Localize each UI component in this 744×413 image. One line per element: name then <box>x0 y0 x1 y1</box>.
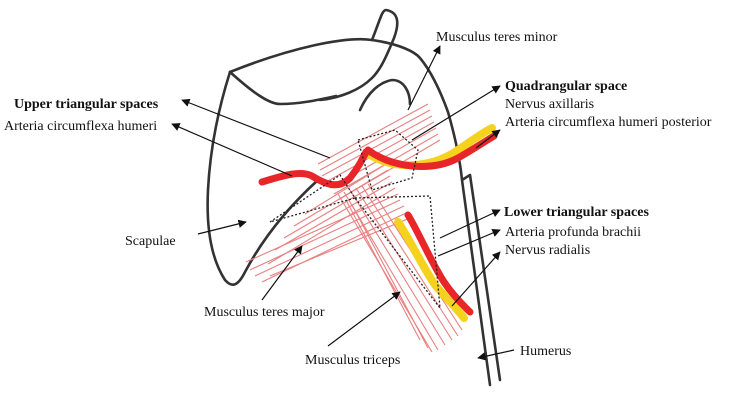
pointer-teres-major <box>262 246 302 300</box>
label-nervus-axillaris: Nervus axillaris <box>505 97 594 112</box>
label-triceps: Musculus triceps <box>305 353 400 368</box>
label-circumflexa-humeri: Arteria circumflexa humeri <box>4 119 157 134</box>
pointer-circumflexa-humeri <box>172 124 292 176</box>
label-teres-major: Musculus teres major <box>204 305 325 320</box>
label-lower-triangular: Lower triangular spaces <box>504 205 649 220</box>
label-teres-minor: Musculus teres minor <box>436 30 558 45</box>
label-humerus: Humerus <box>520 344 571 359</box>
pointer-teres-minor <box>408 46 440 110</box>
pointer-scapulae <box>198 222 246 234</box>
pointer-radialis <box>452 252 500 306</box>
label-circumflexa-humeri-posterior: Arteria circumflexa humeri posterior <box>505 115 712 130</box>
label-quadrangular: Quadrangular space <box>505 79 627 94</box>
label-profunda-brachii: Arteria profunda brachii <box>505 225 641 240</box>
nerve-paths <box>370 128 492 318</box>
label-scapulae: Scapulae <box>125 234 176 249</box>
pointer-upper-triangular <box>182 100 330 158</box>
triceps-muscle <box>338 184 462 352</box>
labels: Musculus teres minor Upper triangular sp… <box>4 30 712 368</box>
label-upper-triangular: Upper triangular spaces <box>14 97 159 112</box>
label-nervus-radialis: Nervus radialis <box>505 243 590 258</box>
pointer-triceps <box>328 292 400 346</box>
